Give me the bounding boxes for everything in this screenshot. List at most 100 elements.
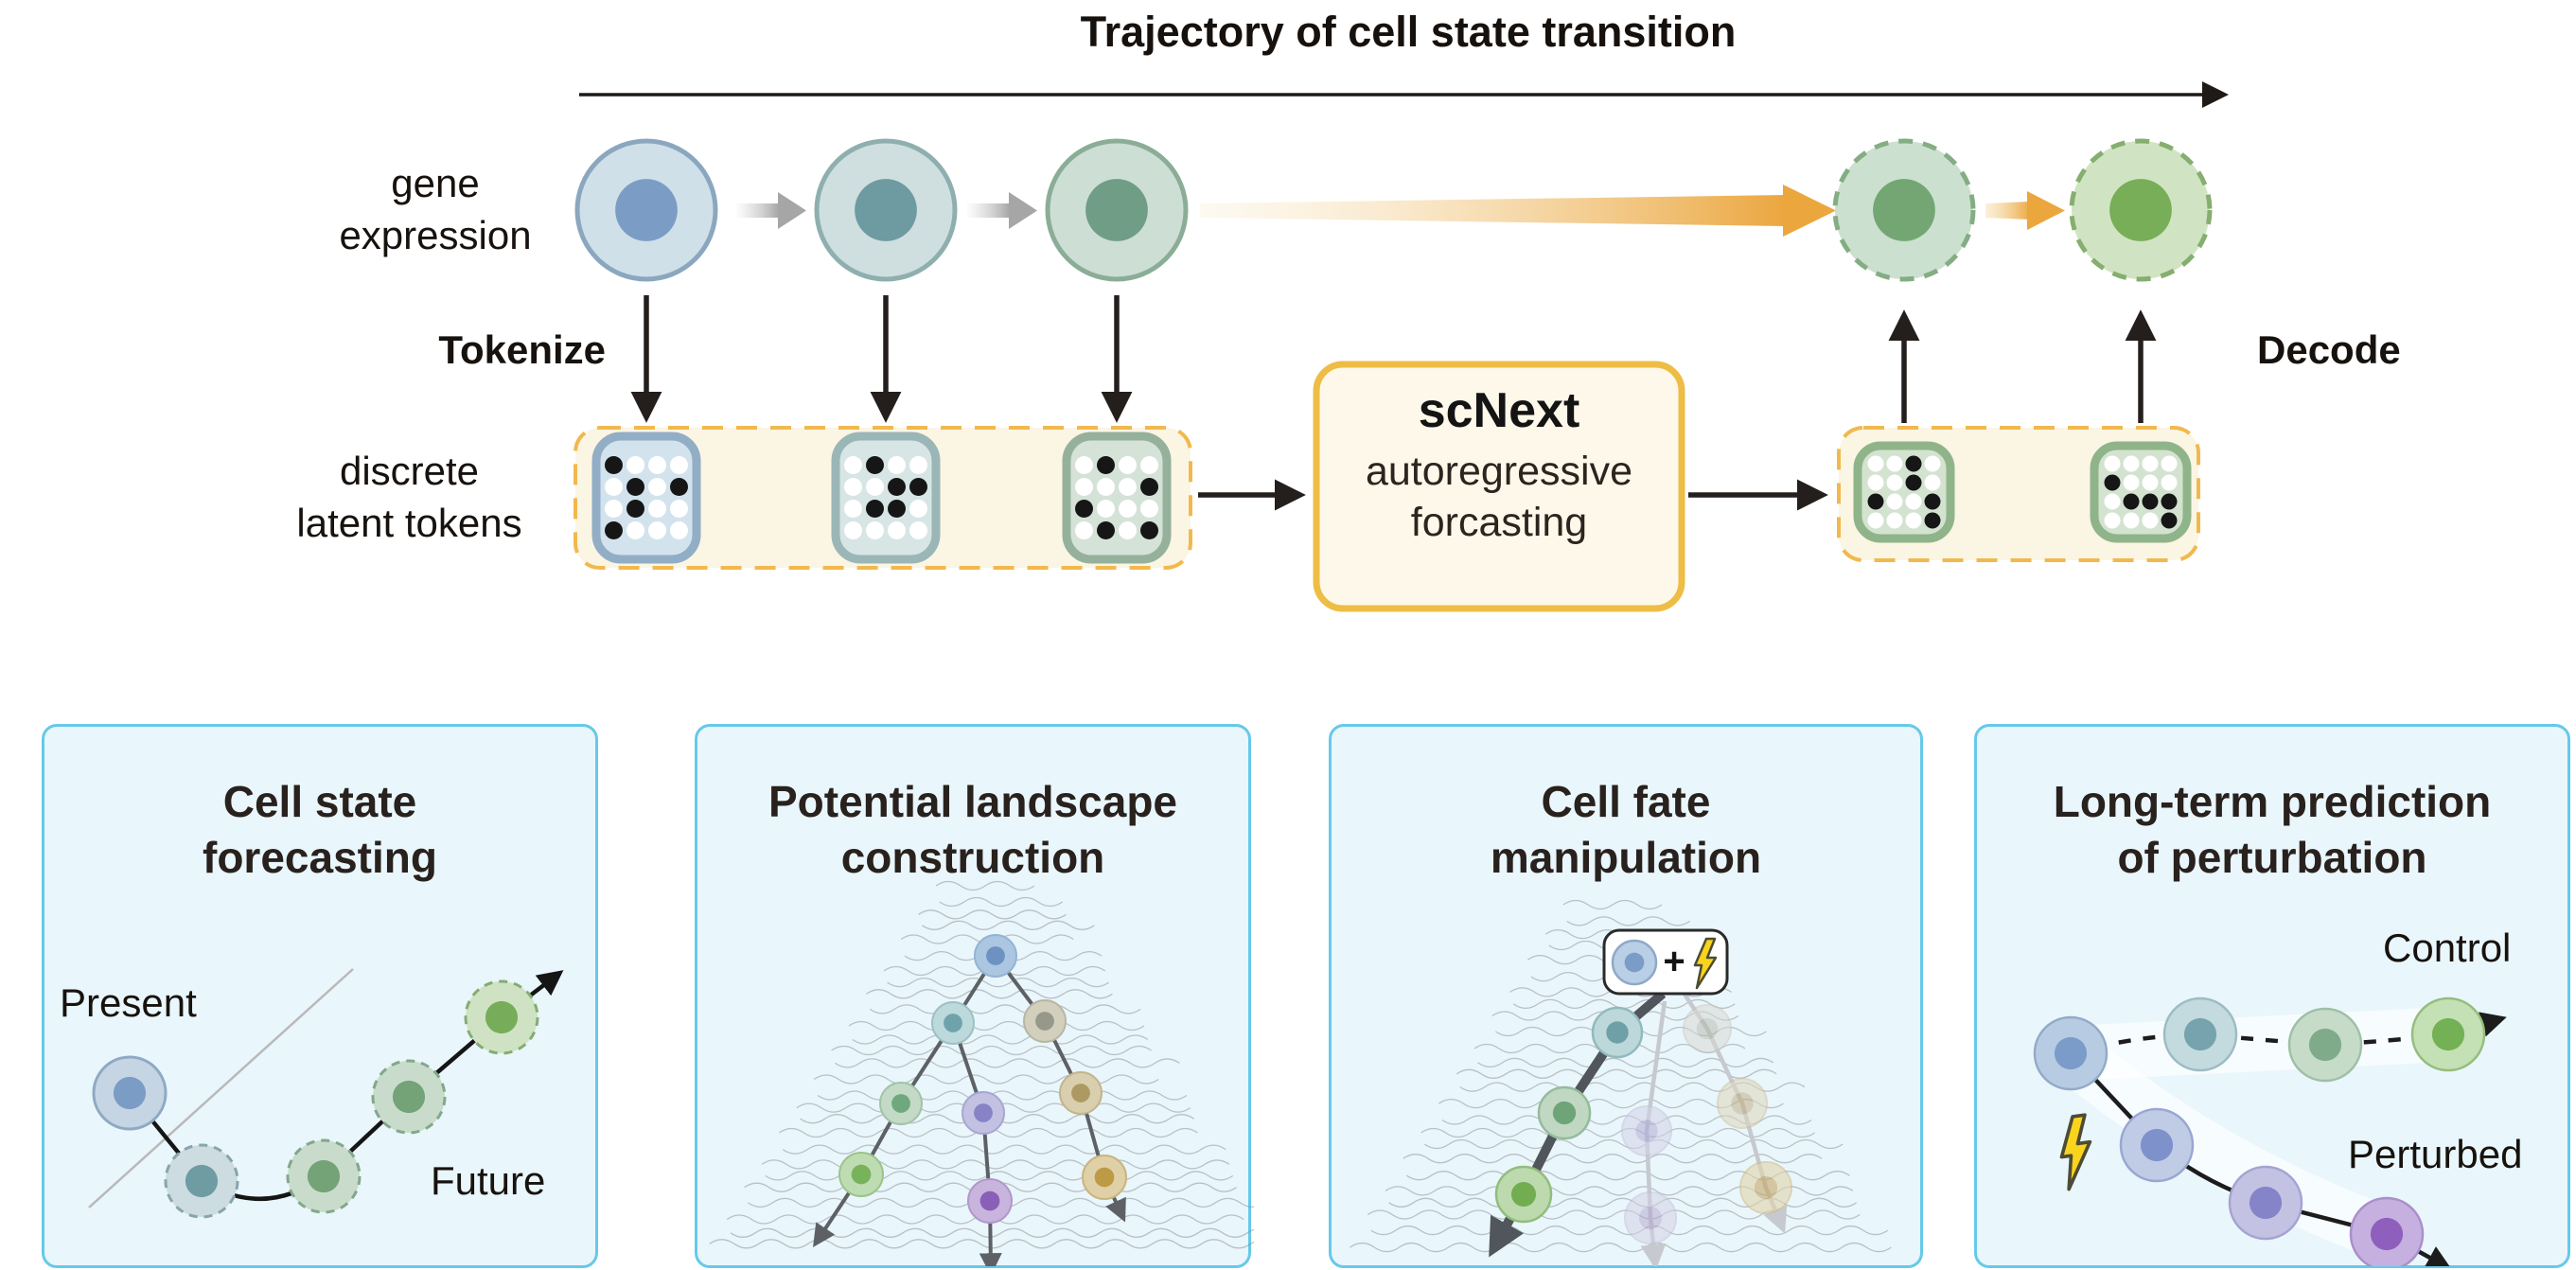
token-dot xyxy=(909,521,927,539)
cell xyxy=(1023,999,1067,1043)
token-dot xyxy=(670,456,688,474)
cell xyxy=(2228,1165,2303,1241)
latent-token xyxy=(2090,441,2192,543)
token-dot-active xyxy=(866,456,884,474)
panel-title: Cell fate manipulation xyxy=(1490,777,1762,882)
cell xyxy=(2119,1107,2195,1183)
perturbation-canvas xyxy=(2033,997,2507,1266)
token-dot xyxy=(1886,474,1903,491)
token-dot xyxy=(1886,512,1903,529)
latent-token xyxy=(591,432,701,564)
latent-token xyxy=(831,432,941,564)
suppressed-fate-cells xyxy=(1621,1004,1792,1244)
lineage-tree-cells xyxy=(838,934,1127,1224)
cell xyxy=(1624,1191,1677,1244)
cell xyxy=(164,1143,239,1219)
token-dot-active xyxy=(626,500,644,518)
token-dot-active xyxy=(2161,512,2178,529)
token-dot-active xyxy=(1905,455,1922,472)
forecast-arrow-icon xyxy=(1200,185,1836,237)
token-dot xyxy=(866,521,884,539)
token-dot-active xyxy=(1924,512,1941,529)
cell xyxy=(286,1138,362,1214)
figure-title: Trajectory of cell state transition xyxy=(1080,8,1737,56)
cell xyxy=(879,1082,923,1125)
panel-long-term-perturbation: Long-term prediction of perturbation Con… xyxy=(1974,724,2570,1268)
panel-title: Long-term prediction of perturbation xyxy=(2053,777,2492,882)
token-dot xyxy=(888,456,906,474)
control-band xyxy=(2043,1007,2476,1081)
token-dot xyxy=(2104,493,2121,510)
token-dot xyxy=(844,456,862,474)
token-dot xyxy=(1119,521,1137,539)
cell xyxy=(974,934,1017,978)
token-dot-active xyxy=(605,521,623,539)
lightning-bolt-icon xyxy=(2059,1113,2092,1191)
token-dot xyxy=(2161,455,2178,472)
token-dot xyxy=(605,478,623,496)
cell xyxy=(2033,1015,2108,1091)
token-dot-active xyxy=(1867,493,1884,510)
token-dot xyxy=(1140,456,1158,474)
present-future-divider xyxy=(88,968,354,1208)
model-subtitle-line2: forcasting xyxy=(1410,500,1588,545)
token-dot xyxy=(2104,455,2121,472)
model-name: scNext xyxy=(1418,383,1580,438)
token-dot xyxy=(866,478,884,496)
decode-label: Decode xyxy=(2257,327,2401,372)
cell xyxy=(967,1178,1013,1224)
token-dot xyxy=(626,456,644,474)
landscape-canvas xyxy=(709,880,1254,1266)
cell xyxy=(1832,138,1976,282)
cell xyxy=(1739,1161,1792,1214)
token-dot xyxy=(844,521,862,539)
panel-title: Potential landscape construction xyxy=(768,777,1177,882)
cell xyxy=(2410,997,2486,1072)
token-dot xyxy=(1905,493,1922,510)
future-label: Future xyxy=(431,1158,546,1203)
token-dot xyxy=(670,521,688,539)
token-dot xyxy=(1867,474,1884,491)
latent-token xyxy=(1062,432,1172,564)
token-dot xyxy=(1097,500,1115,518)
token-dot xyxy=(648,478,666,496)
token-dot xyxy=(1867,512,1884,529)
token-dot xyxy=(648,500,666,518)
token-dot-active xyxy=(605,456,623,474)
token-dot-active xyxy=(888,478,906,496)
control-trajectory-arrow xyxy=(2070,1012,2507,1056)
token-dot-active xyxy=(888,500,906,518)
token-dot xyxy=(844,478,862,496)
token-dot xyxy=(909,456,927,474)
token-dot xyxy=(2142,455,2159,472)
model-subtitle-line1: autoregressive xyxy=(1365,449,1633,494)
model-box xyxy=(1313,361,1685,612)
token-dot-active xyxy=(1140,521,1158,539)
token-dot xyxy=(2161,474,2178,491)
cell xyxy=(1683,1004,1732,1053)
cell xyxy=(1621,1105,1672,1156)
gene-expression-cells xyxy=(574,138,2213,282)
token-dot-active xyxy=(2161,493,2178,510)
cell xyxy=(1059,1071,1103,1115)
token-dot-active xyxy=(1097,521,1115,539)
control-label: Control xyxy=(2383,926,2512,970)
token-dot xyxy=(1119,478,1137,496)
token-dot-active xyxy=(1924,493,1941,510)
token-dot xyxy=(2123,474,2140,491)
token-dot xyxy=(1924,474,1941,491)
cell xyxy=(1717,1078,1768,1129)
cell xyxy=(1082,1155,1127,1200)
manipulation-canvas xyxy=(1350,899,1892,1266)
token-dot xyxy=(1905,512,1922,529)
token-dot-active xyxy=(1140,478,1158,496)
state-transition-arrow-icon xyxy=(967,192,1037,229)
token-dot-active xyxy=(2123,493,2140,510)
cell xyxy=(931,1001,975,1045)
cell xyxy=(1045,138,1189,282)
forecast-cells xyxy=(92,979,539,1219)
token-dot xyxy=(1924,455,1941,472)
top-diagram-canvas xyxy=(573,81,2229,612)
cell xyxy=(962,1091,1005,1135)
